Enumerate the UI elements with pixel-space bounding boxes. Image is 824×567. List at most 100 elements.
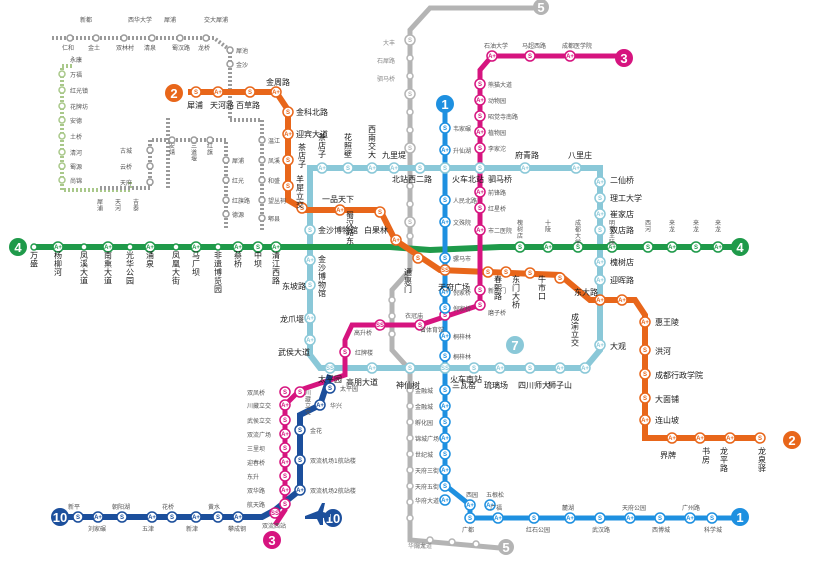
station-marker[interactable]: A+ bbox=[594, 294, 606, 306]
station-marker[interactable]: S bbox=[474, 110, 486, 122]
station-marker[interactable]: S bbox=[374, 206, 386, 218]
station-marker[interactable]: A+ bbox=[542, 241, 554, 253]
station-marker[interactable] bbox=[258, 214, 266, 222]
station-marker[interactable]: S bbox=[412, 252, 424, 264]
station-marker[interactable]: S bbox=[294, 424, 306, 436]
station-marker[interactable]: A+ bbox=[270, 86, 282, 98]
station-marker[interactable] bbox=[148, 34, 156, 42]
station-marker[interactable]: A+ bbox=[282, 128, 294, 140]
station-marker[interactable] bbox=[146, 162, 154, 170]
station-marker[interactable]: S bbox=[474, 162, 486, 174]
station-marker[interactable]: A+ bbox=[594, 256, 606, 268]
station-marker[interactable]: S bbox=[414, 162, 426, 174]
station-marker[interactable] bbox=[388, 330, 396, 338]
station-marker[interactable]: A+ bbox=[712, 241, 724, 253]
station-marker[interactable]: A+ bbox=[519, 162, 531, 174]
station-marker[interactable]: S bbox=[524, 267, 536, 279]
station-marker[interactable] bbox=[426, 536, 434, 544]
station-marker[interactable]: A+ bbox=[304, 254, 316, 266]
station-marker[interactable]: S bbox=[282, 180, 294, 192]
station-marker[interactable]: A+ bbox=[388, 162, 400, 174]
station-marker[interactable]: S bbox=[404, 88, 416, 100]
station-marker[interactable] bbox=[406, 482, 414, 490]
station-marker[interactable] bbox=[406, 232, 414, 240]
station-marker[interactable]: S bbox=[439, 480, 451, 492]
station-marker[interactable] bbox=[406, 418, 414, 426]
station-marker[interactable]: S bbox=[304, 224, 316, 236]
station-marker[interactable]: S bbox=[324, 382, 336, 394]
station-marker[interactable]: S bbox=[414, 319, 426, 331]
station-marker[interactable] bbox=[406, 434, 414, 442]
station-marker[interactable]: S bbox=[439, 416, 451, 428]
station-marker[interactable] bbox=[58, 176, 66, 184]
station-marker[interactable]: S bbox=[439, 252, 451, 264]
station-marker[interactable]: A+ bbox=[439, 330, 451, 342]
station-marker[interactable]: S bbox=[468, 362, 480, 374]
station-marker[interactable]: S bbox=[279, 442, 291, 454]
station-marker[interactable]: SS bbox=[374, 319, 386, 331]
station-marker[interactable]: A+ bbox=[366, 162, 378, 174]
station-marker[interactable]: A+ bbox=[304, 312, 316, 324]
station-marker[interactable]: A+ bbox=[316, 162, 328, 174]
station-marker[interactable]: S bbox=[404, 34, 416, 46]
station-marker[interactable]: A+ bbox=[594, 208, 606, 220]
station-marker[interactable]: A+ bbox=[666, 432, 678, 444]
station-marker[interactable]: A+ bbox=[486, 50, 498, 62]
station-marker[interactable]: A+ bbox=[270, 241, 282, 253]
station-marker[interactable]: S bbox=[594, 224, 606, 236]
station-marker[interactable]: A+ bbox=[146, 511, 158, 523]
station-marker[interactable] bbox=[80, 243, 88, 251]
station-marker[interactable]: S bbox=[294, 454, 306, 466]
station-marker[interactable]: A+ bbox=[390, 234, 402, 246]
station-marker[interactable] bbox=[388, 296, 396, 304]
station-marker[interactable]: A+ bbox=[564, 50, 576, 62]
station-marker[interactable] bbox=[146, 178, 154, 186]
station-marker[interactable]: A+ bbox=[190, 511, 202, 523]
station-marker[interactable]: A+ bbox=[294, 484, 306, 496]
station-marker[interactable]: A+ bbox=[464, 499, 476, 511]
station-marker[interactable]: A+ bbox=[439, 464, 451, 476]
station-marker[interactable] bbox=[226, 46, 234, 54]
station-marker[interactable] bbox=[406, 498, 414, 506]
station-marker[interactable]: S bbox=[279, 470, 291, 482]
station-marker[interactable]: S bbox=[474, 202, 486, 214]
station-marker[interactable]: A+ bbox=[334, 204, 346, 216]
station-marker[interactable]: SS bbox=[269, 507, 281, 519]
station-marker[interactable] bbox=[406, 386, 414, 394]
station-marker[interactable]: A+ bbox=[212, 86, 224, 98]
station-marker[interactable]: S bbox=[482, 266, 494, 278]
station-marker[interactable] bbox=[406, 72, 414, 80]
station-marker[interactable]: A+ bbox=[564, 512, 576, 524]
station-marker[interactable]: S bbox=[252, 241, 264, 253]
station-marker[interactable]: S bbox=[594, 192, 606, 204]
station-marker[interactable]: S bbox=[439, 350, 451, 362]
station-marker[interactable] bbox=[406, 466, 414, 474]
station-marker[interactable] bbox=[406, 54, 414, 62]
station-marker[interactable] bbox=[58, 148, 66, 156]
station-marker[interactable] bbox=[406, 450, 414, 458]
station-marker[interactable] bbox=[58, 86, 66, 94]
station-marker[interactable] bbox=[448, 538, 456, 546]
station-marker[interactable]: S bbox=[528, 512, 540, 524]
station-marker[interactable]: S bbox=[72, 511, 84, 523]
station-marker[interactable]: A+ bbox=[554, 362, 566, 374]
station-marker[interactable]: S bbox=[166, 511, 178, 523]
station-marker[interactable]: S bbox=[404, 142, 416, 154]
station-marker[interactable]: S bbox=[282, 154, 294, 166]
station-marker[interactable] bbox=[58, 116, 66, 124]
station-marker[interactable]: A+ bbox=[666, 241, 678, 253]
station-marker[interactable]: A+ bbox=[484, 499, 496, 511]
station-marker[interactable]: A+ bbox=[639, 414, 651, 426]
station-marker[interactable] bbox=[206, 136, 214, 144]
station-marker[interactable]: A+ bbox=[639, 316, 651, 328]
station-marker[interactable]: S bbox=[639, 392, 651, 404]
station-marker[interactable]: S bbox=[279, 386, 291, 398]
station-marker[interactable] bbox=[258, 156, 266, 164]
station-marker[interactable]: S bbox=[439, 384, 451, 396]
station-marker[interactable] bbox=[472, 540, 480, 548]
station-marker[interactable]: A+ bbox=[439, 432, 451, 444]
station-marker[interactable]: S bbox=[474, 78, 486, 90]
station-marker[interactable]: A+ bbox=[92, 511, 104, 523]
station-marker[interactable]: S bbox=[190, 86, 202, 98]
station-marker[interactable] bbox=[258, 196, 266, 204]
